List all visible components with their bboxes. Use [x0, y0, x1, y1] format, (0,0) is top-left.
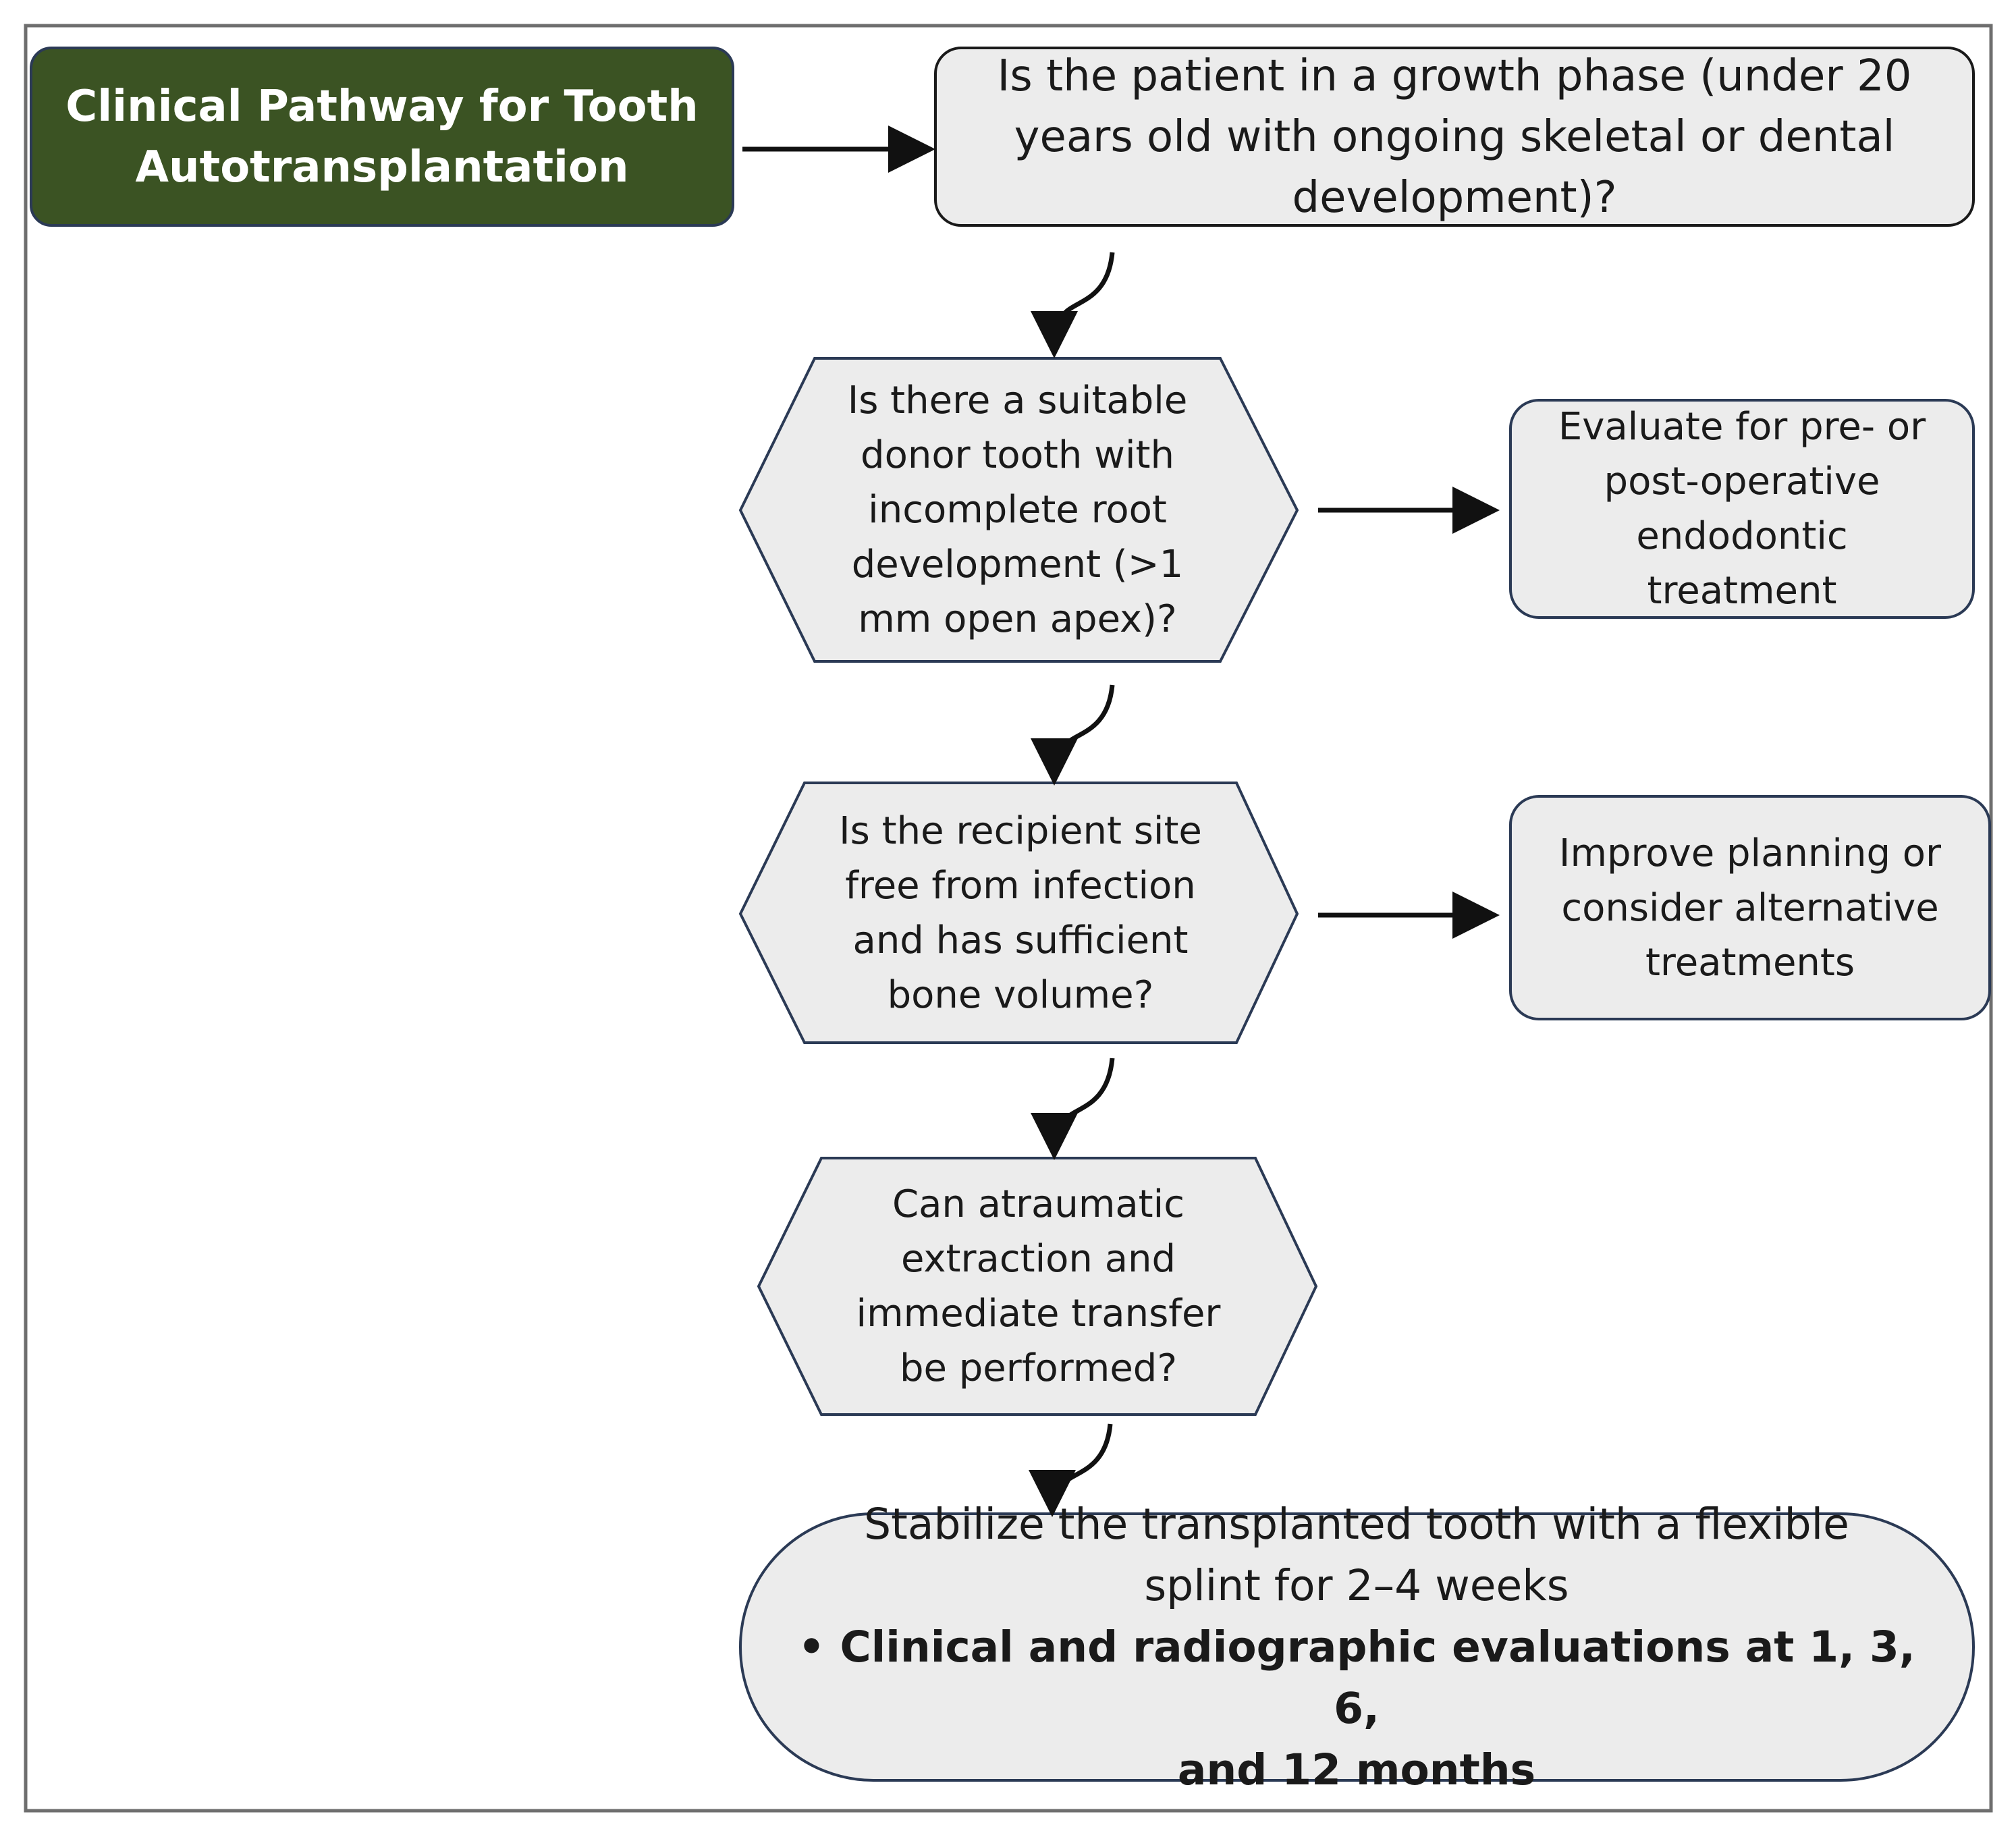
endodontic-box [1509, 399, 1975, 619]
donor-tooth-line: Is there a suitable [847, 379, 1188, 422]
endodontic-line: Evaluate for pre- or [1558, 405, 1926, 449]
title-line: Clinical Pathway for Tooth [65, 81, 699, 132]
growth-phase-line: Is the patient in a growth phase (under … [997, 51, 1912, 101]
recipient-site-line: and has sufficient [852, 918, 1189, 962]
recipient-site-label: Is the recipient site free from infectio… [805, 783, 1236, 1043]
alternatives-box [1509, 795, 1991, 1020]
title-line: Autotransplantation [135, 142, 629, 192]
endodontic-line: treatment [1647, 569, 1837, 613]
donor-tooth-line: donor tooth with [861, 433, 1174, 477]
alternatives-line: consider alternative [1561, 885, 1939, 930]
stabilize-bullet-line: • Clinical and radiographic evaluations … [798, 1622, 1915, 1733]
donor-tooth-line: development (>1 [851, 543, 1184, 586]
donor-tooth-line: mm open apex)? [858, 597, 1177, 641]
title-box [30, 47, 734, 227]
donor-tooth-line: incomplete root [868, 488, 1167, 532]
extraction-hexagon [757, 1157, 1318, 1416]
donor-tooth-hexagon [738, 357, 1299, 663]
growth-phase-box [934, 47, 1975, 227]
title-label: Clinical Pathway for Tooth Autotransplan… [31, 48, 733, 225]
recipient-site-line: Is the recipient site [839, 809, 1202, 853]
donor-tooth-label: Is there a suitable donor tooth with inc… [815, 358, 1220, 661]
arrow-extraction-to-stabilize [1029, 1423, 1113, 1517]
endodontic-label: Evaluate for pre- or post-operative endo… [1510, 400, 1973, 618]
arrow-recipient-to-extraction [1031, 1058, 1115, 1160]
stabilize-line: splint for 2–4 weeks [1144, 1561, 1569, 1610]
extraction-line: be performed? [899, 1346, 1178, 1390]
alternatives-line: treatments [1645, 940, 1855, 985]
recipient-site-hexagon [738, 782, 1299, 1044]
extraction-line: Can atraumatic [892, 1182, 1184, 1226]
arrow-donor-to-recipient [1031, 684, 1115, 786]
stabilize-bullet-line: and 12 months [1177, 1745, 1536, 1795]
extraction-line: extraction and [900, 1237, 1176, 1281]
stabilize-label: Stabilize the transplanted tooth with a … [783, 1500, 1930, 1795]
growth-phase-line: development)? [1292, 172, 1617, 223]
arrow-growth-to-donor [1031, 252, 1115, 358]
endodontic-line: post-operative [1604, 460, 1880, 503]
alternatives-line: Improve planning or [1558, 831, 1942, 875]
extraction-line: immediate transfer [856, 1292, 1221, 1336]
endodontic-line: endodontic [1636, 514, 1848, 558]
growth-phase-line: years old with ongoing skeletal or denta… [1014, 111, 1895, 162]
extraction-label: Can atraumatic extraction and immediate … [821, 1158, 1255, 1415]
recipient-site-line: bone volume? [887, 973, 1154, 1017]
alternatives-label: Improve planning or consider alternative… [1510, 796, 1990, 1019]
stabilize-stadium [739, 1512, 1975, 1782]
recipient-site-line: free from infection [845, 863, 1196, 908]
growth-phase-label: Is the patient in a growth phase (under … [935, 48, 1973, 225]
stabilize-line: Stabilize the transplanted tooth with a … [864, 1500, 1849, 1549]
